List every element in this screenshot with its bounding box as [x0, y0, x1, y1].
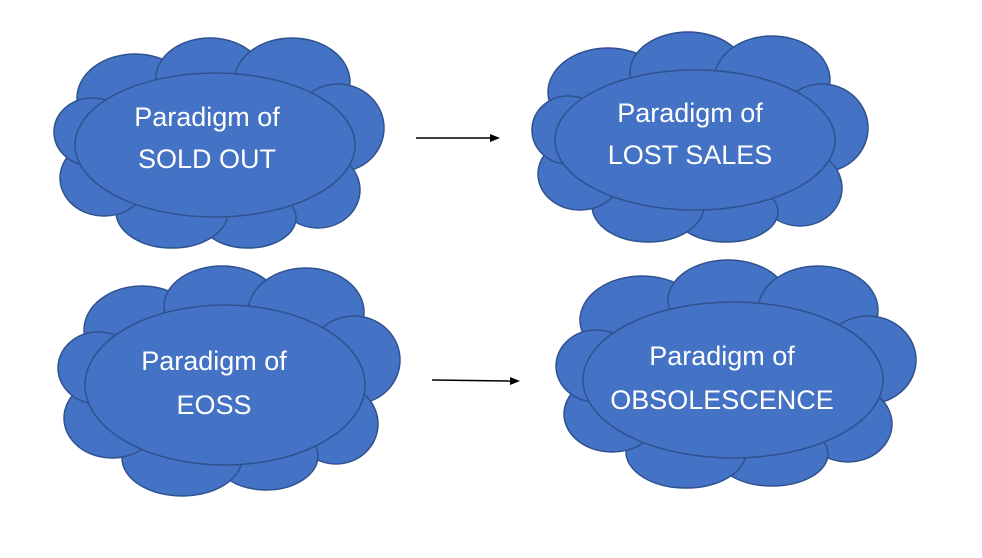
cloud-eoss: Paradigm of EOSS — [57, 265, 401, 497]
cloud-eoss-line2: EOSS — [176, 390, 251, 420]
cloud-obsolescence-shape — [555, 259, 917, 489]
arrow-eoss-to-obsolescence — [431, 377, 520, 385]
arrow-bottom-head — [510, 377, 520, 385]
cloud-eoss-line1: Paradigm of — [141, 346, 287, 376]
cloud-obsolescence-line2: OBSOLESCENCE — [610, 385, 834, 415]
cloud-eoss-shape — [57, 265, 401, 497]
cloud-lost-sales-line1: Paradigm of — [617, 98, 763, 128]
arrow-top-head — [490, 134, 500, 142]
cloud-sold-out-line2: SOLD OUT — [138, 144, 276, 174]
arrow-sold-out-to-lost-sales — [416, 134, 500, 142]
cloud-sold-out: Paradigm of SOLD OUT — [53, 37, 385, 249]
cloud-obsolescence-line1: Paradigm of — [649, 341, 795, 371]
cloud-obsolescence: Paradigm of OBSOLESCENCE — [555, 259, 917, 489]
cloud-lost-sales: Paradigm of LOST SALES — [531, 31, 869, 243]
cloud-lost-sales-shape — [531, 31, 869, 243]
arrow-bottom-line — [431, 379, 513, 382]
cloud-sold-out-line1: Paradigm of — [134, 102, 280, 132]
cloud-lost-sales-line2: LOST SALES — [608, 140, 773, 170]
cloud-sold-out-shape — [53, 37, 385, 249]
